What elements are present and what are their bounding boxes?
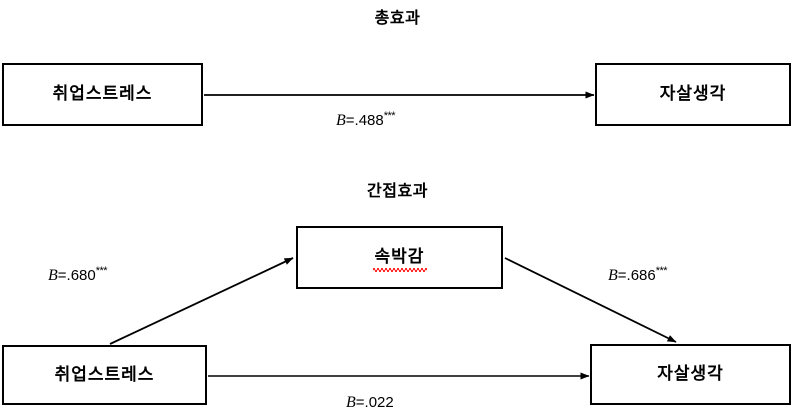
coef-symbol-a-path: B [48,267,58,284]
node-top-outcome-label: 자살생각 [659,84,727,104]
edge-label-total-effect: B=.488*** [336,110,396,130]
node-bottom-outcome-label: 자살생각 [657,364,724,384]
node-bottom-predictor: 취업스트레스 [2,345,207,405]
node-top-predictor-label: 취업스트레스 [52,84,153,104]
coef-stars-total: *** [383,110,396,122]
coef-stars-a-path: *** [95,265,108,277]
node-mediator-label: 속박감 [372,247,428,272]
coef-equals-direct: = [355,394,365,411]
coef-value-total: .488 [354,112,384,129]
coef-value-a-path: .680 [66,267,96,284]
edge-label-direct-path: B=.022 [346,392,394,412]
arrow-a-path [109,257,294,345]
node-bottom-predictor-label: 취업스트레스 [54,364,155,384]
coef-equals-total: = [345,112,355,129]
coef-equals-b-path: = [617,267,627,284]
node-mediator: 속박감 [296,226,503,289]
coef-symbol-total: B [336,112,346,129]
section-title-total-effect: 총효과 [374,10,421,27]
node-top-predictor: 취업스트레스 [2,63,203,126]
coef-value-b-path: .686 [626,267,656,284]
edge-label-a-path: B=.680*** [48,265,108,285]
node-bottom-outcome: 자살생각 [590,344,791,405]
coef-equals-a-path: = [57,267,67,284]
coef-symbol-direct: B [346,394,356,411]
node-top-outcome: 자살생각 [595,63,791,126]
section-title-indirect-effect: 간접효과 [367,183,428,200]
coef-value-direct: .022 [364,394,394,411]
coef-symbol-b-path: B [608,267,618,284]
coef-stars-b-path: *** [655,265,668,277]
edge-label-b-path: B=.686*** [608,265,668,285]
